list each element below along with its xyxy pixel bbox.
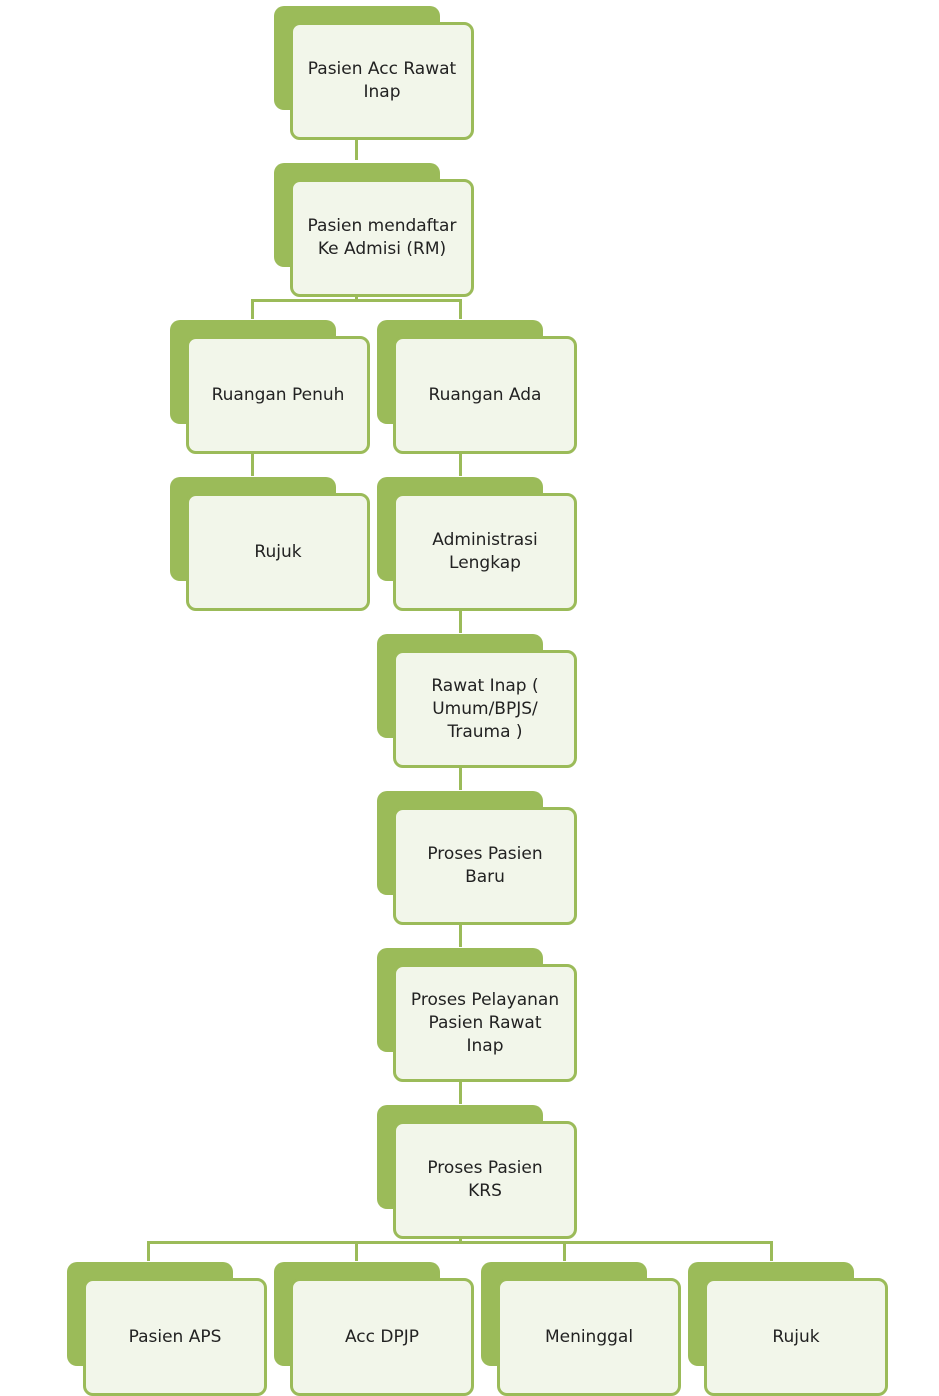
node-label: Proses Pelayanan Pasien Rawat Inap — [410, 989, 560, 1056]
connector-branch-dpjp — [355, 1241, 358, 1261]
node-label: Ruangan Ada — [428, 384, 542, 405]
connector-ada-to-administrasi — [459, 442, 462, 476]
node-acc-dpjp: Acc DPJP — [274, 1262, 474, 1396]
node-label: Rujuk — [254, 541, 302, 562]
connector-acc-to-mendaftar — [355, 130, 358, 160]
node-administrasi-lengkap: Administrasi Lengkap — [377, 477, 577, 611]
node-label: Administrasi Lengkap — [432, 530, 538, 573]
connector-mendaftar-branch — [251, 299, 462, 302]
node-rawat-inap: Rawat Inap ( Umum/BPJS/ Trauma ) — [377, 634, 577, 768]
node-label: Ruangan Penuh — [211, 384, 345, 405]
connector-branch-penuh — [251, 299, 254, 319]
node-ruangan-penuh: Ruangan Penuh — [170, 320, 370, 454]
node-proses-pelayanan: Proses Pelayanan Pasien Rawat Inap — [377, 948, 577, 1082]
node-label: Proses Pasien Baru — [427, 844, 543, 887]
connector-baru-to-pelayanan — [459, 913, 462, 947]
node-proses-pasien-krs: Proses Pasien KRS — [377, 1105, 577, 1239]
node-label: Pasien mendaftar Ke Admisi (RM) — [307, 216, 457, 259]
connector-penuh-to-rujuk — [251, 442, 254, 476]
connector-branch-rujuk — [770, 1241, 773, 1261]
node-rujuk-2: Rujuk — [688, 1262, 888, 1396]
node-label: Rawat Inap ( Umum/BPJS/ Trauma ) — [431, 675, 539, 742]
node-label: Acc DPJP — [344, 1326, 420, 1347]
node-label: Pasien APS — [128, 1326, 222, 1347]
node-meninggal: Meninggal — [481, 1262, 681, 1396]
connector-administrasi-to-rawat — [459, 599, 462, 633]
node-pasien-acc-rawat-inap: Pasien Acc Rawat Inap — [274, 6, 474, 140]
node-label: Pasien Acc Rawat Inap — [307, 59, 457, 102]
node-label: Proses Pasien KRS — [427, 1158, 543, 1201]
connector-rawat-to-baru — [459, 756, 462, 790]
connector-krs-branch — [147, 1241, 773, 1244]
node-ruangan-ada: Ruangan Ada — [377, 320, 577, 454]
node-rujuk-1: Rujuk — [170, 477, 370, 611]
node-pasien-aps: Pasien APS — [67, 1262, 267, 1396]
node-label: Meninggal — [544, 1326, 634, 1347]
connector-pelayanan-to-krs — [459, 1070, 462, 1104]
node-proses-pasien-baru: Proses Pasien Baru — [377, 791, 577, 925]
connector-branch-aps — [147, 1241, 150, 1261]
connector-branch-meninggal — [563, 1241, 566, 1261]
node-label: Rujuk — [772, 1326, 820, 1347]
connector-branch-ada — [459, 299, 462, 319]
node-pasien-mendaftar: Pasien mendaftar Ke Admisi (RM) — [274, 163, 474, 297]
